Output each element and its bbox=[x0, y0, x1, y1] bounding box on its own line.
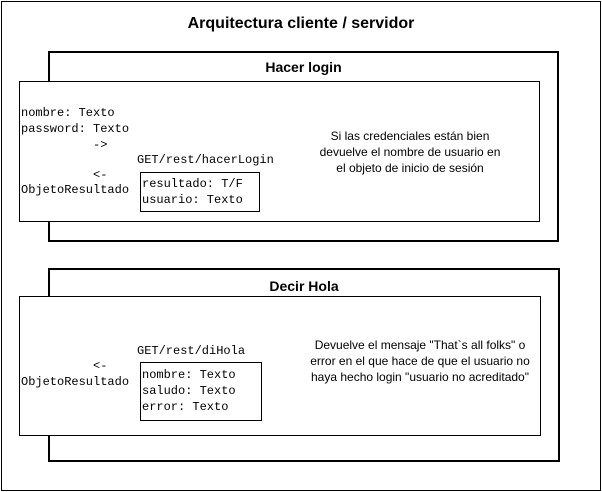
login-description: Si las credenciales están bien devuelve … bbox=[319, 129, 501, 175]
login-panel-title: Hacer login bbox=[265, 59, 342, 75]
login-result-box bbox=[140, 172, 260, 212]
login-inner-box bbox=[19, 81, 540, 222]
diagram-title: Arquitectura cliente / servidor bbox=[187, 15, 415, 32]
login-request-line-1: nombre: Texto bbox=[21, 106, 115, 120]
hola-description: Devuelve el mensaje "That`s all folks" o… bbox=[310, 338, 530, 384]
login-result-field-2: usuario: Texto bbox=[142, 193, 243, 207]
hola-result-field-1: nombre: Texto bbox=[142, 368, 236, 382]
hola-response-label: ObjetoResultado bbox=[21, 375, 130, 389]
login-response-arrow: <- bbox=[93, 168, 108, 182]
hola-endpoint: GET/rest/diHola bbox=[137, 344, 246, 358]
login-request-arrow: -> bbox=[93, 138, 108, 152]
login-endpoint: GET/rest/hacerLogin bbox=[137, 153, 274, 167]
login-response-label: ObjetoResultado bbox=[21, 183, 130, 197]
hola-result-field-2: saludo: Texto bbox=[142, 384, 236, 398]
hola-panel-title: Decir Hola bbox=[269, 278, 339, 294]
login-result-field-1: resultado: T/F bbox=[142, 177, 243, 191]
login-request-line-2: password: Texto bbox=[21, 122, 130, 136]
hola-inner-box bbox=[19, 296, 541, 436]
hola-result-field-3: error: Texto bbox=[142, 400, 229, 414]
hola-response-arrow: <- bbox=[93, 359, 108, 373]
hola-result-box bbox=[140, 362, 262, 421]
